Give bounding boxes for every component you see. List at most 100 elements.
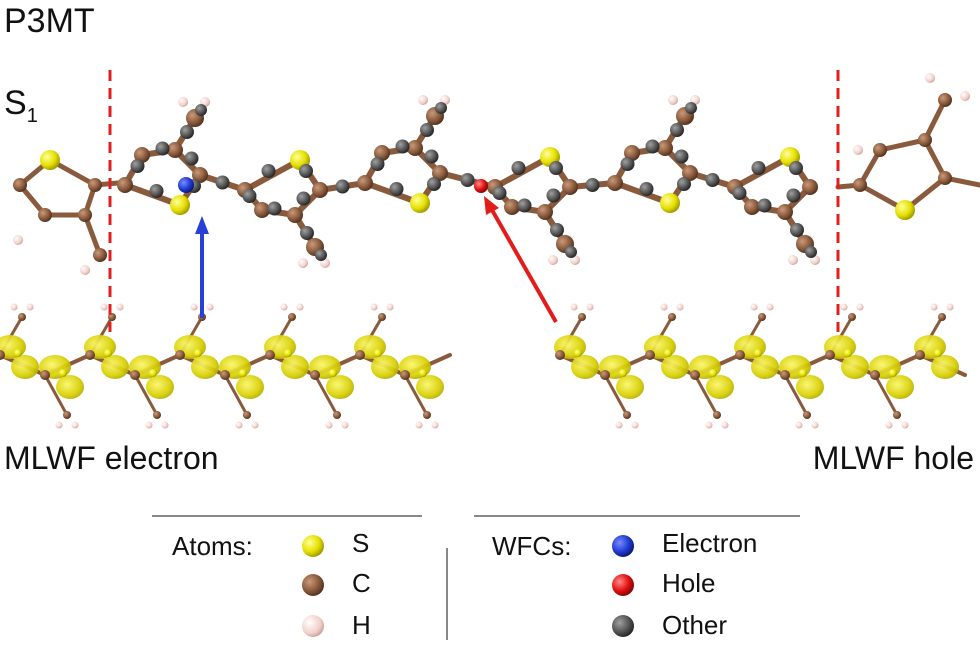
hydrogen-atom: [840, 303, 848, 311]
carbon-atom: [312, 182, 328, 198]
carbon-atom: [243, 411, 251, 419]
bond: [873, 373, 899, 417]
bond: [922, 97, 948, 143]
wfc-other: [511, 161, 526, 175]
legend-other-swatch: [612, 615, 634, 637]
wfc-other: [427, 177, 441, 191]
wfc-other: [732, 186, 747, 200]
bond: [43, 373, 69, 417]
bond: [922, 137, 948, 181]
wfc-other: [677, 177, 691, 191]
hole-arrow: [484, 196, 558, 323]
carbon-atom: [562, 179, 578, 195]
carbon-atom: [915, 350, 925, 360]
carbon-atom: [657, 140, 673, 156]
wfc-other: [180, 125, 194, 139]
hydrogen-atom: [370, 303, 378, 311]
carbon-atom: [537, 204, 553, 220]
carbon-atom: [802, 179, 818, 195]
hydrogen-atom: [676, 303, 684, 311]
hydrogen-atom: [930, 303, 938, 311]
sulfur-atom: [664, 349, 672, 357]
hydrogen-atom: [570, 303, 578, 311]
carbon-atom: [254, 202, 270, 218]
orbital-lobe: [56, 375, 84, 399]
orbital-lobe: [236, 375, 264, 399]
state-label: S1: [4, 84, 38, 127]
hydrogen-atom: [766, 303, 774, 311]
wfc-other: [184, 151, 199, 166]
wfc-other: [460, 173, 475, 187]
hydrogen-atom: [615, 421, 623, 429]
sulfur-atom: [40, 150, 60, 170]
carbon-atom: [853, 178, 867, 192]
legend-carbon-swatch: [302, 574, 324, 596]
wfc-other: [550, 223, 564, 237]
carbon-atom: [578, 313, 586, 321]
hydrogen-atom: [856, 303, 864, 311]
orbital-lobe: [101, 355, 129, 379]
carbon-atom: [400, 370, 410, 380]
hydrogen-atom: [548, 255, 558, 265]
carbon-atom: [0, 350, 5, 360]
legend-hydrogen-label: H: [352, 610, 371, 640]
hydrogen-atom: [325, 421, 333, 429]
wfc-other: [370, 157, 385, 171]
orbital-lobe: [886, 375, 914, 399]
figure-title: P3MT: [4, 2, 95, 40]
hydrogen-atom: [341, 421, 349, 429]
carbon-atom: [690, 370, 700, 380]
hydrogen-atom: [925, 73, 935, 83]
carbon-atom: [288, 313, 296, 321]
carbon-atom: [13, 178, 27, 192]
hydrogen-atom: [116, 303, 124, 311]
carbon-atom: [825, 350, 835, 360]
carbon-atom: [682, 165, 698, 181]
wfc-other: [585, 178, 600, 192]
legend-wfcs-heading: WFCs:: [492, 531, 572, 561]
wfc-other: [300, 226, 314, 240]
carbon-atom: [357, 175, 373, 191]
hydrogen-atom: [26, 303, 34, 311]
carbon-atom: [555, 350, 565, 360]
legend-carbon-label: C: [352, 568, 371, 598]
carbon-atom: [645, 350, 655, 360]
carbon-atom: [40, 370, 50, 380]
hydrogen-atom: [705, 421, 713, 429]
orbital-lobe: [616, 375, 644, 399]
wfc-other: [805, 246, 817, 258]
bond: [403, 373, 429, 417]
sulfur-atom: [574, 349, 582, 357]
hydrogen-atom: [100, 303, 108, 311]
wfc-other: [130, 159, 145, 173]
sulfur-atom: [619, 369, 627, 377]
sulfur-atom: [419, 369, 427, 377]
wfc-other: [790, 223, 804, 237]
wfc-other: [435, 102, 447, 114]
carbon-atom: [18, 313, 26, 321]
carbon-atom: [873, 143, 887, 157]
sulfur-atom: [660, 193, 680, 213]
wfc-other: [639, 182, 654, 196]
wfc-other: [335, 179, 350, 194]
wfc-other: [517, 198, 532, 213]
carbon-atom: [780, 370, 790, 380]
hydrogen-atom: [280, 303, 288, 311]
electron-panel-label: MLWF electron: [4, 440, 219, 476]
hydrogen-atom: [71, 421, 79, 429]
sulfur-atom: [410, 193, 430, 213]
carbon-atom: [374, 145, 390, 161]
orbital-lobe: [751, 355, 779, 379]
carbon-atom: [777, 204, 793, 220]
hydrogen-atom: [946, 303, 954, 311]
carbon-atom: [803, 411, 811, 419]
hydrogen-atom: [660, 303, 668, 311]
hydrogen-atom: [811, 421, 819, 429]
wfc-other: [670, 123, 684, 137]
sulfur-atom: [194, 349, 202, 357]
bond: [693, 373, 719, 417]
hydrogen-atom: [418, 95, 428, 105]
carbon-atom: [938, 171, 952, 185]
carbon-atom: [758, 313, 766, 321]
